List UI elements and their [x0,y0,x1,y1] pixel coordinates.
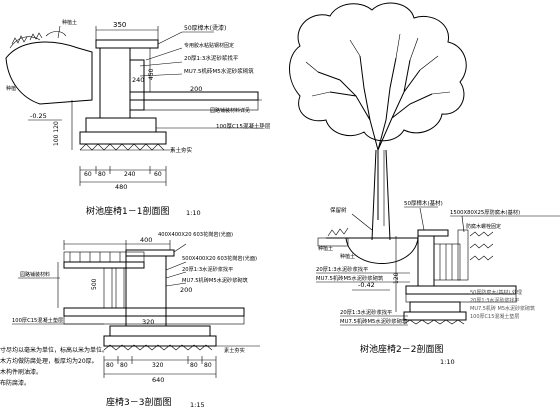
seat-top-long [63,261,145,269]
title-1-1: 树池座椅1－1剖面图 [86,205,169,217]
section-3-3: 400 500 320 200 80 80 320 80 80 640 400X… [12,230,260,409]
root-ball [345,237,419,264]
label-soil: 种植土 [62,19,77,26]
seat-wall-2 [417,235,435,287]
dim-240: 240 [132,76,144,84]
dim3-bottom-1: 80 [120,362,128,369]
note-right-3: 100厚C15混凝土垫层 [470,313,519,320]
label-pave-2: 种植土 [318,245,333,252]
notes-right: 50厚防腐木(基材) 处理 20厚1:3水泥砂浆找平 MU7.5机砖 M5水泥砂… [470,289,535,320]
label-concrete-3: 100厚C15混凝土垫层 [12,316,63,324]
dim-500: 500 [91,278,98,290]
label-finish-d: 园路铺装材料详见 [210,107,250,114]
label-mortar-2b: 20厚1:3水泥砂浆找平 [340,308,393,316]
label-mortar-3: 20厚1:3水泥砂浆找平 [182,265,233,273]
seat-cap-2 [417,229,449,237]
dim-level-2: -0.42 [358,281,375,289]
label-top-finish: 50厚樟木(烫漆) [184,24,226,32]
label-soil-2: 种植土 [340,253,355,260]
soil-mound [5,41,93,105]
dim3-total: 640 [152,376,164,384]
dim-450: 450 [148,68,155,80]
label-fix-note: 防腐木螺栓固定 [466,223,501,230]
notes-left: 寸尽均以毫米为单位，标高以米为单位。 木方均做防腐处理，板厚均为20厚。 木构件… [0,346,108,387]
label-wood-slat: 1500X80X25厚防腐木(基材) [450,208,520,216]
label-tile-a: 400X400X20 603花岗岩(光面) [158,230,233,238]
label-tile-b: 500X400X20 603花岗岩(光面) [182,254,257,262]
label-pave-3: 园路铺装材料 [20,271,50,278]
footing [85,117,157,133]
note-left-1: 木方均做防腐处理，板厚均为20厚。 [0,357,98,365]
dim-bottom-0: 60 [84,171,92,178]
label-concrete-1: 100厚C15混凝土垫层 [216,122,271,130]
note-left-0: 寸尽均以毫米为单位，标高以米为单位。 [0,346,108,354]
scale-1-1: 1:10 [186,209,201,217]
label-brick-2b: MU7.5机砖M5水泥砂浆砌筑 [340,317,408,325]
label-top-finish-2: 50厚樟木(基材) [404,199,443,207]
dim-100-left: 100 120 [53,121,60,146]
note-right-0: 50厚防腐木(基材) 处理 [470,289,522,296]
dim3-bottom-2: 320 [152,362,164,369]
label-brick-2: MU7.5机砖M5水泥砂浆砌筑 [316,274,384,282]
dim-400: 400 [140,236,152,244]
label-tree-note: 保留树 [330,206,347,214]
note-left-2: 木构件刷油漆。 [0,368,42,376]
dim-level: -0.25 [30,112,47,120]
dim-120-2: 120 [393,272,400,284]
label-brick-3: MU7.5机砖M5水泥砂浆砌筑 [182,276,249,284]
title-3-3: 座椅3－3剖面图 [106,396,171,408]
label-base-3: 素土夯实 [224,346,245,354]
label-finish-a: 专用胶水粘贴钢材固定 [184,42,234,49]
seat-wall [99,47,131,119]
dim-bottom-3: 60 [154,171,162,178]
dim-200-3: 200 [180,286,192,294]
dim-350: 350 [113,21,126,29]
note-left-3: 布防腐漆。 [0,379,30,387]
label-finish-b: 20厚1:3水泥砂浆找平 [184,54,239,62]
label-finish-c: MU7.5机砖M5水泥砂浆砌筑 [184,67,254,75]
scale-2-2: 1:10 [440,358,455,366]
label-base-1: 素土夯实 [170,146,193,154]
note-right-1: 20厚1:3水泥砂浆找平 [470,297,519,304]
note-right-2: MU7.5机砖 M5水泥砂浆砌筑 [470,305,535,312]
dim-bottom-2: 240 [124,171,136,178]
dim3-bottom-3: 80 [190,362,198,369]
title-2-2: 树池座椅2－2剖面图 [360,343,443,355]
dim-total: 480 [115,183,127,191]
dim-200: 200 [190,85,202,93]
section-2-2: 120 -0.42 保留树 50厚樟木(基材) 1500X80X25厚防腐木(基… [289,2,560,366]
dim3-bottom-4: 80 [204,362,212,369]
dim-bottom-1: 80 [98,171,106,178]
dim3-bottom-0: 80 [106,362,114,369]
tree-crown [289,2,467,142]
label-left-note: 种植 [6,85,16,92]
seat-cap [95,39,159,49]
dim-320: 320 [142,318,154,326]
section-1-1: 350 -0.25 100 120 240 450 200 60 80 240 … [5,19,271,217]
label-mortar-2: 20厚1:3水泥砂浆找平 [316,265,369,273]
paving [129,91,259,101]
scale-3-3: 1:15 [190,401,205,409]
